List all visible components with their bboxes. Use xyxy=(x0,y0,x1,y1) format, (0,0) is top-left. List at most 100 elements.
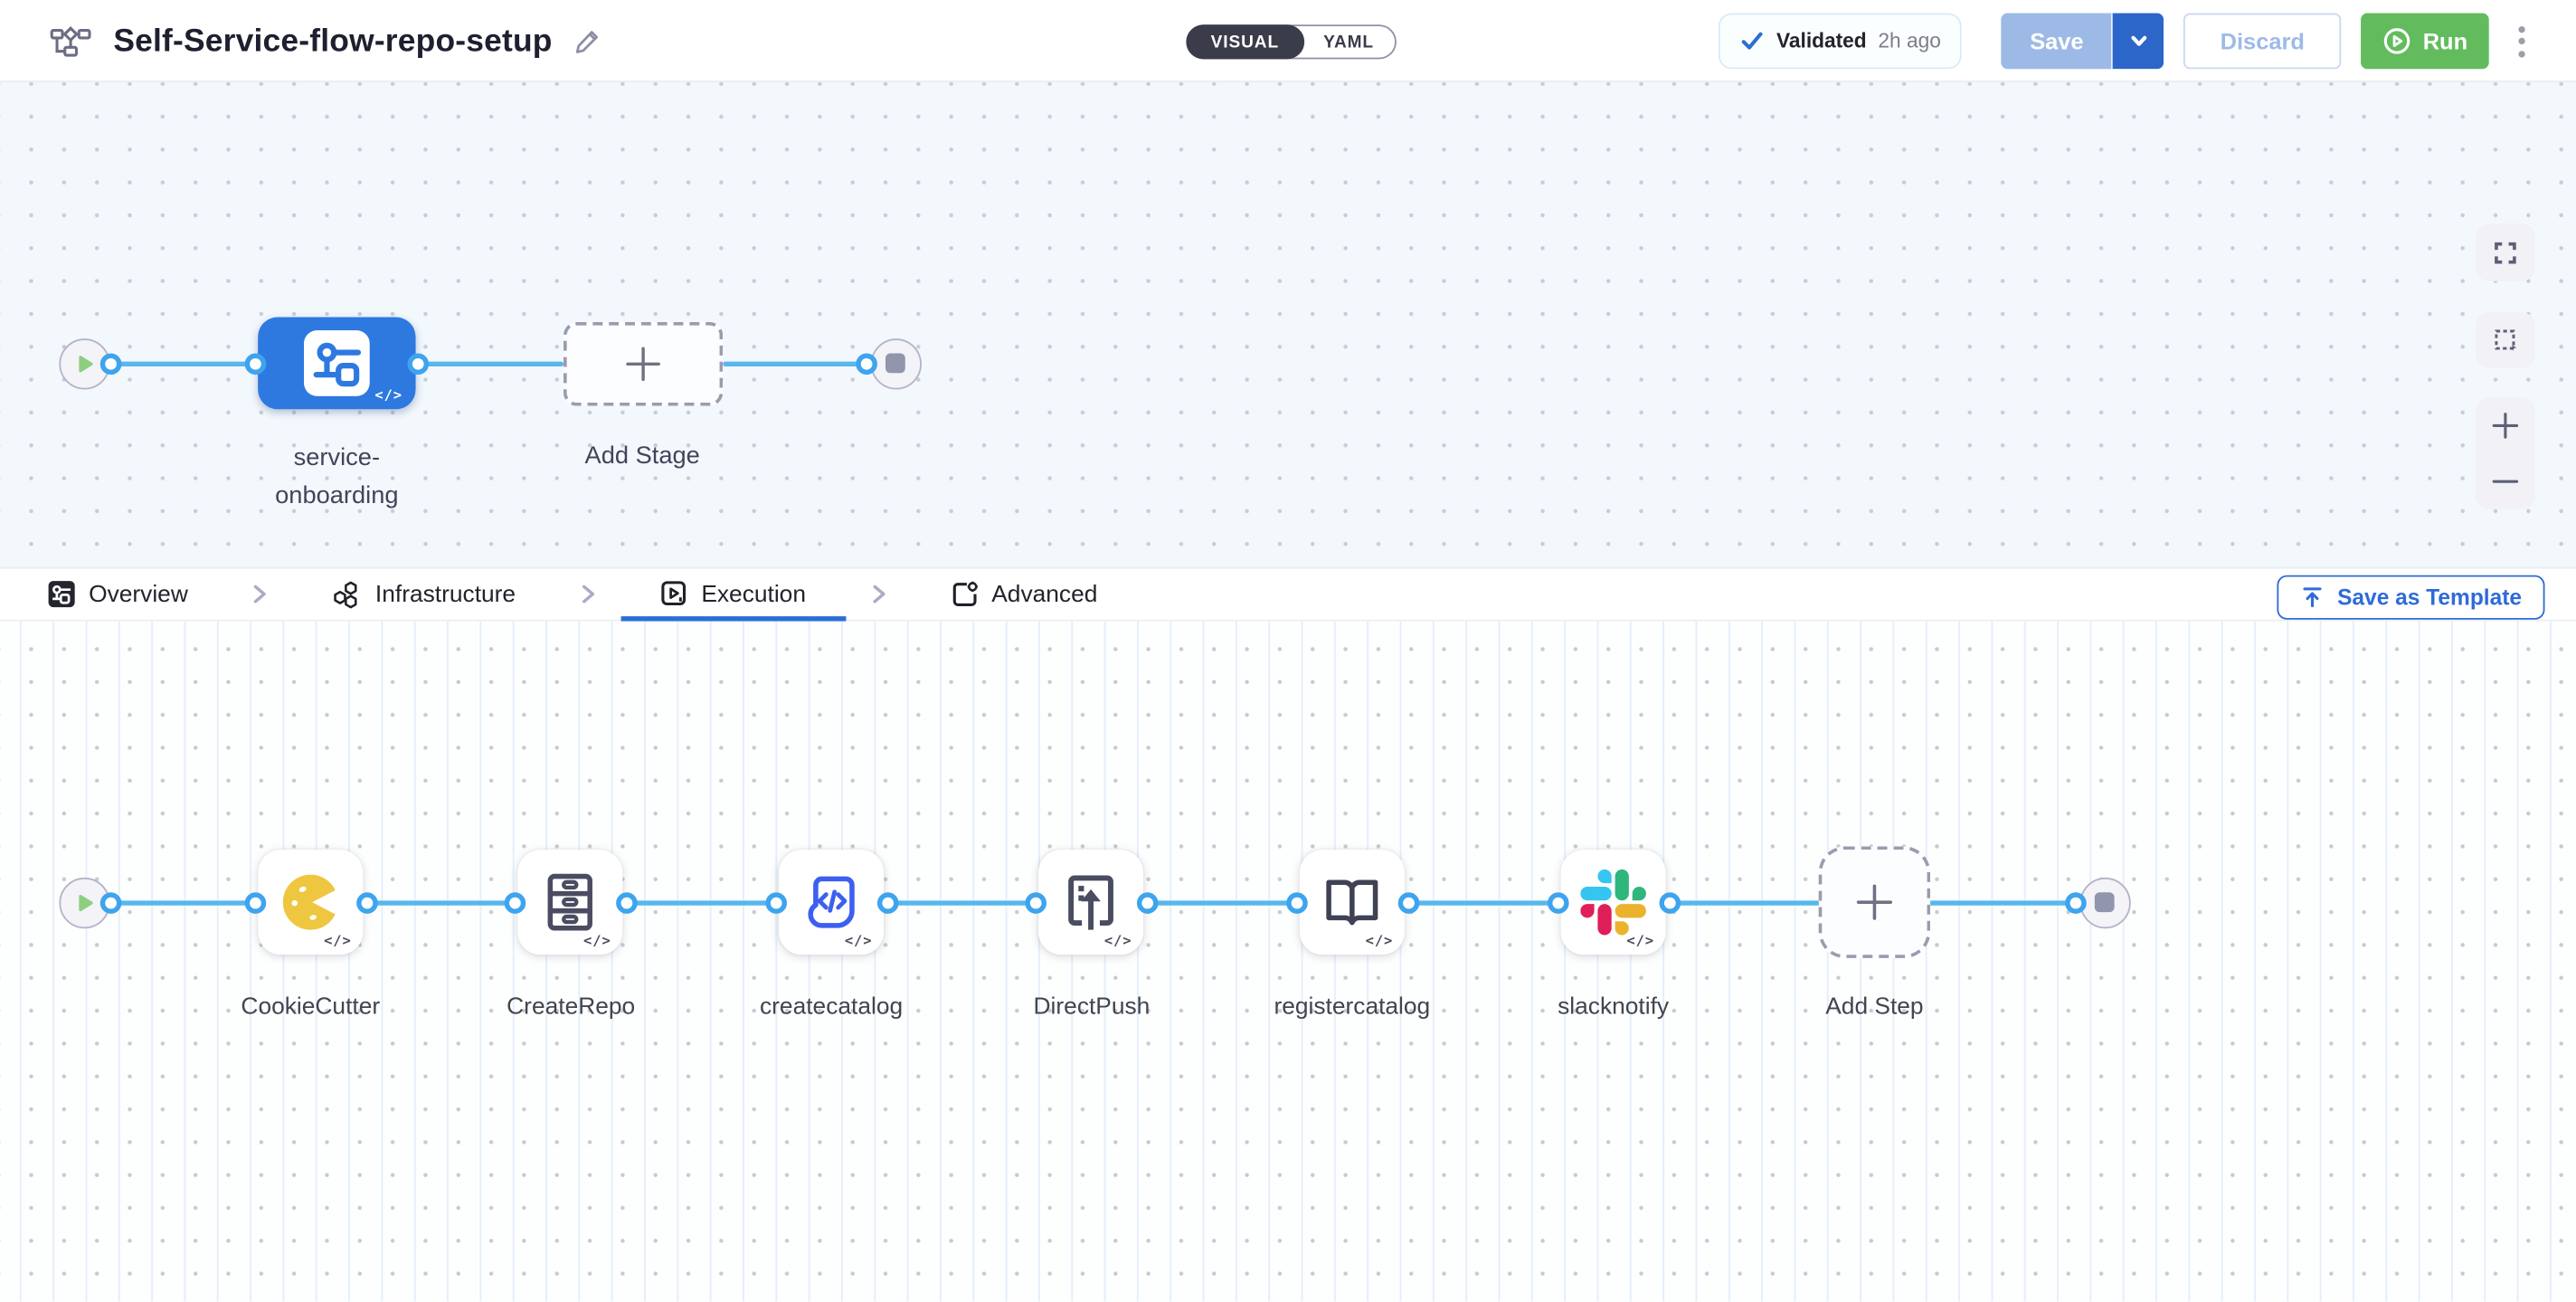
toggle-yaml[interactable]: YAML xyxy=(1323,32,1375,52)
stage-tab-bar: Overview Infrastructure Exec xyxy=(0,566,2576,622)
connector-line xyxy=(109,899,255,905)
step-node-cookiecutter[interactable]: </> xyxy=(258,850,364,955)
connector-line xyxy=(626,899,776,905)
step-name-label: CreateRepo xyxy=(507,993,636,1021)
marquee-select-button[interactable] xyxy=(2476,312,2535,368)
step-node-registercatalog[interactable]: </> xyxy=(1299,850,1405,955)
connector-port xyxy=(876,891,898,913)
tab-label: Execution xyxy=(701,581,806,608)
connector-port xyxy=(355,891,377,913)
zoom-in-button[interactable] xyxy=(2476,398,2534,454)
tab-execution[interactable]: Execution xyxy=(620,568,846,622)
connector-port xyxy=(504,891,526,913)
zoom-controls xyxy=(2476,397,2535,510)
marquee-select-icon xyxy=(2495,329,2517,351)
connector-port xyxy=(1285,891,1307,913)
header: Self-Service-flow-repo-setup VISUAL YAML… xyxy=(0,0,2576,82)
add-step-label: Add Step xyxy=(1825,993,1924,1021)
step-name-label: CookieCutter xyxy=(241,993,381,1021)
connector-port xyxy=(1136,891,1159,913)
stop-icon xyxy=(2094,891,2116,913)
connector-port xyxy=(243,891,266,913)
connector-line xyxy=(1147,899,1297,905)
step-node-directpush[interactable]: </> xyxy=(1037,850,1144,955)
tab-label: Overview xyxy=(89,581,188,608)
connector-line xyxy=(1927,899,2076,905)
connector-port xyxy=(855,352,877,375)
connector-line xyxy=(417,360,564,366)
step-name-label: DirectPush xyxy=(1033,993,1151,1021)
toggle-visual[interactable]: VISUAL xyxy=(1186,24,1304,60)
tab-overview[interactable]: Overview xyxy=(8,568,227,619)
fullscreen-icon xyxy=(2495,242,2516,263)
step-name-label: createcatalog xyxy=(759,993,904,1021)
code-badge: </> xyxy=(1365,933,1394,950)
connector-line xyxy=(1407,899,1558,905)
add-stage-button[interactable] xyxy=(564,322,724,406)
connector-port xyxy=(99,891,121,913)
connector-port xyxy=(616,891,638,913)
step-name-label: registercatalog xyxy=(1274,993,1431,1021)
zoom-out-button[interactable] xyxy=(2476,453,2534,509)
zoom-out-icon xyxy=(2492,480,2519,483)
plus-icon xyxy=(626,347,660,382)
catalog-code-icon xyxy=(808,876,855,928)
chevron-right-icon xyxy=(868,584,888,605)
save-button[interactable]: Save xyxy=(2002,13,2112,70)
pipeline-overview-icon xyxy=(48,581,75,608)
connector-port xyxy=(406,352,429,375)
open-book-icon xyxy=(1326,879,1378,926)
save-as-template-button[interactable]: Save as Template xyxy=(2276,574,2545,619)
step-node-createrepo[interactable]: </> xyxy=(517,850,623,955)
connector-port xyxy=(2064,891,2086,913)
run-button[interactable]: Run xyxy=(2360,13,2489,70)
play-icon xyxy=(78,355,92,372)
code-badge: </> xyxy=(1626,933,1655,950)
chevron-down-icon xyxy=(2131,35,2147,46)
connector-port xyxy=(764,891,787,913)
edit-pencil-icon[interactable] xyxy=(573,27,601,55)
chevron-right-icon xyxy=(578,584,598,605)
save-options-caret-button[interactable] xyxy=(2111,13,2164,70)
run-label: Run xyxy=(2422,27,2468,54)
add-stage-label: Add Stage xyxy=(584,442,700,470)
add-step-button[interactable] xyxy=(1818,846,1931,958)
visual-yaml-toggle: VISUAL YAML xyxy=(1186,24,1397,60)
connector-line xyxy=(886,899,1037,905)
connector-line xyxy=(366,899,516,905)
custom-stage-icon xyxy=(304,330,370,396)
stage-canvas[interactable]: </> service-onboarding Add Stage xyxy=(0,81,2576,567)
execution-end-node xyxy=(2079,877,2130,928)
tab-advanced[interactable]: Advanced xyxy=(911,568,1137,619)
code-badge: </> xyxy=(844,933,873,950)
connector-port xyxy=(1025,891,1047,913)
title-group: Self-Service-flow-repo-setup xyxy=(49,0,601,82)
plus-icon xyxy=(1856,884,1893,920)
zoom-in-icon xyxy=(2492,413,2519,439)
step-node-createcatalog[interactable]: </> xyxy=(778,850,885,955)
slack-icon xyxy=(1580,869,1646,936)
stage-node-service-onboarding[interactable]: </> xyxy=(258,317,416,410)
chevron-right-icon xyxy=(251,584,270,605)
tab-infrastructure[interactable]: Infrastructure xyxy=(293,568,555,619)
repo-drawers-icon xyxy=(547,873,592,931)
cookiecutter-icon xyxy=(282,874,336,930)
save-as-template-label: Save as Template xyxy=(2337,584,2523,609)
play-icon xyxy=(78,894,92,911)
fullscreen-button[interactable] xyxy=(2476,223,2535,281)
execution-canvas[interactable]: </> </> xyxy=(0,621,2576,1302)
upload-template-icon xyxy=(2302,586,2321,607)
validated-time: 2h ago xyxy=(1878,29,1941,53)
connector-line xyxy=(723,360,867,366)
direct-push-icon xyxy=(1068,875,1113,930)
stop-icon xyxy=(885,353,906,374)
connector-port xyxy=(1547,891,1568,913)
connector-line xyxy=(1669,899,1823,905)
validated-badge[interactable]: Validated 2h ago xyxy=(1719,13,1963,70)
code-badge: </> xyxy=(324,933,352,950)
pipeline-end-node xyxy=(869,337,922,389)
step-node-slacknotify[interactable]: </> xyxy=(1560,850,1666,955)
discard-button[interactable]: Discard xyxy=(2183,13,2341,70)
more-options-kebab-button[interactable] xyxy=(2510,19,2533,63)
